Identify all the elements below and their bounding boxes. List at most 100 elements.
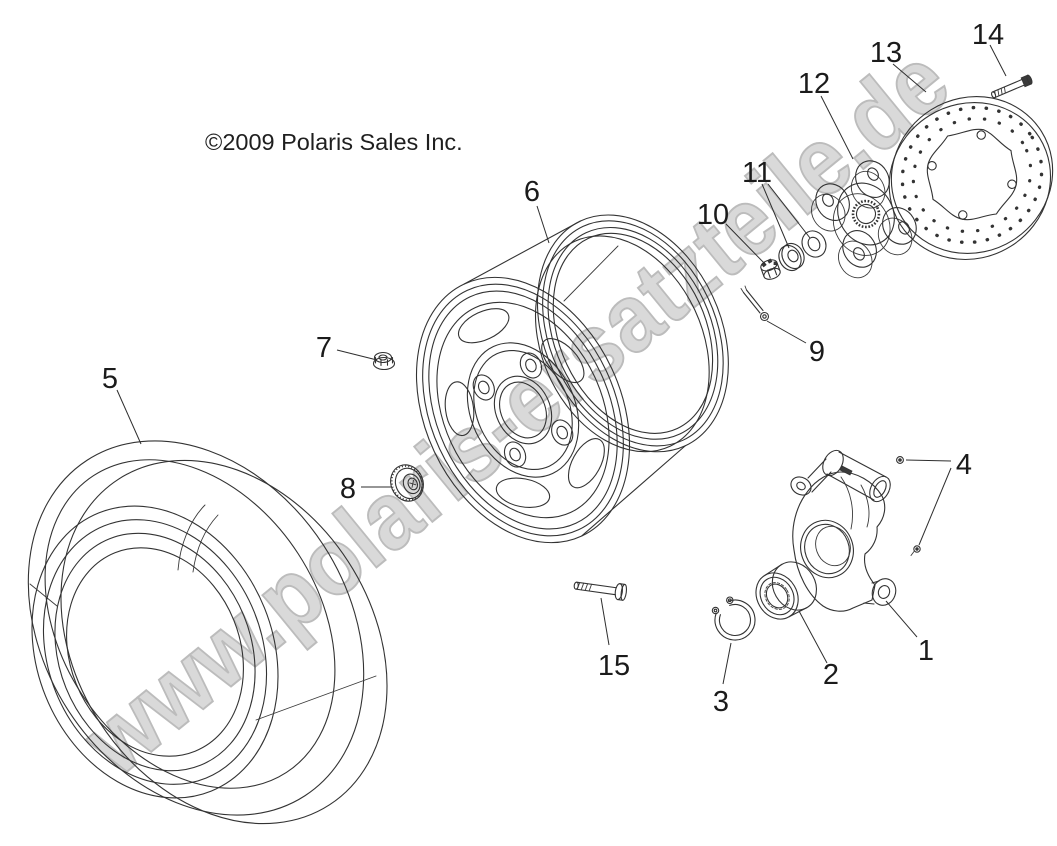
callout-4: 4 — [956, 449, 972, 481]
rim-front-lip-1 — [415, 276, 631, 544]
washer-1-outer — [781, 242, 805, 270]
part-7-lug-nut-drawing — [372, 351, 396, 371]
bolt-threads — [994, 86, 1006, 98]
disc-outer-edge — [890, 96, 1054, 254]
hub-lobe-hole — [867, 167, 879, 181]
leader-line-5 — [116, 389, 142, 445]
leader-line-1 — [885, 600, 918, 638]
lug-boss — [519, 352, 543, 379]
hub-center-plate — [837, 182, 895, 246]
rim-front-lip-2 — [422, 283, 624, 537]
knuckle-rib-2 — [860, 484, 870, 528]
tire-bead-ring-2 — [42, 519, 268, 785]
snap-ring-inner — [718, 603, 752, 637]
spoke-opening — [457, 308, 510, 344]
spoke-opening — [541, 338, 585, 384]
lug-hole — [525, 358, 537, 373]
knuckle-boss-hole — [877, 585, 891, 599]
leader-line-6 — [536, 205, 550, 244]
washer-2-outer — [801, 230, 827, 258]
pin-split-tip — [740, 288, 744, 293]
disc-vent-holes-inner — [911, 116, 1033, 234]
rim-back-lip-4 — [552, 232, 714, 434]
stud-shaft-bottom — [575, 588, 616, 596]
spoke-opening — [567, 438, 605, 489]
knuckle-boss-link-bottom — [863, 602, 875, 605]
callout-6: 6 — [524, 176, 540, 208]
leader-line-12 — [820, 95, 854, 160]
disc-mount-hole — [927, 161, 937, 171]
snap-ring-end-loop-1 — [711, 606, 720, 615]
part-13-brake-disc-drawing — [888, 96, 1054, 261]
lug-hole — [556, 425, 569, 440]
lug-nut-flange — [372, 356, 396, 371]
callout-9: 9 — [809, 336, 825, 368]
rim-hub-plate-inner — [473, 349, 573, 471]
snap-ring-end-hole-1 — [713, 608, 718, 613]
rim-barrel-bottom-edge — [581, 445, 686, 537]
rim-spoke-openings — [444, 308, 605, 508]
callout-3: 3 — [713, 686, 729, 718]
tire-bead-ring-1 — [31, 505, 279, 799]
part-9-cotter-pin-drawing — [740, 285, 770, 322]
tire-cord-arc-1 — [177, 504, 206, 571]
hub-lobe-1 — [815, 183, 850, 221]
screw-1-head — [896, 456, 904, 464]
part-6-wheel-drawing — [415, 214, 729, 544]
rim-barrel-seam — [563, 245, 619, 302]
knuckle-body-outline — [792, 471, 886, 612]
lug-nut-top-detail — [378, 354, 388, 361]
hub-lobe-4 — [842, 230, 877, 268]
hub-back-lobe — [811, 193, 846, 232]
knuckle-ear — [790, 476, 812, 496]
lug-nut-top — [373, 351, 393, 364]
callout-8: 8 — [340, 473, 356, 505]
knuckle-cast-mark — [839, 465, 853, 476]
leader-line-2 — [798, 610, 828, 664]
rim-back-lip-3 — [547, 226, 719, 440]
callout-13: 13 — [870, 37, 902, 69]
knuckle-boss — [871, 578, 897, 606]
hub-back-lobe — [838, 240, 873, 279]
cap-face — [407, 477, 419, 491]
leader-line-14 — [989, 44, 1007, 77]
part-15-stud-drawing — [573, 581, 628, 601]
leader-line-11a — [761, 183, 790, 249]
spoke-opening — [495, 477, 551, 508]
knuckle-tube-top — [838, 451, 887, 478]
spoke-opening — [444, 381, 475, 437]
tire-bead-ring-4 — [66, 547, 244, 757]
screw-1-drive — [898, 458, 902, 462]
part-11-washers-drawing — [778, 230, 827, 272]
callout-7: 7 — [316, 332, 332, 364]
pin-shaft-edge2 — [745, 289, 764, 312]
hub-lobe-hole — [822, 193, 834, 207]
bearing-front-face — [755, 572, 799, 620]
leader-line-10 — [725, 223, 767, 266]
bolt-shaft-top — [991, 78, 1023, 93]
lug-nut-facets — [374, 356, 394, 367]
cap-inner-ring — [402, 473, 421, 495]
rim-spoke-face-ring — [436, 301, 610, 519]
disc-center-cutout — [926, 128, 1018, 221]
rim-lug-holes — [472, 352, 574, 468]
tire-tread-seam — [255, 675, 377, 721]
bolt-shaft-bottom — [994, 84, 1025, 99]
callout-14: 14 — [972, 19, 1004, 51]
part-8-valve-cap-drawing — [390, 464, 424, 502]
snap-ring-end-loop-2 — [726, 596, 734, 604]
part-2-bearing-drawing — [755, 561, 818, 620]
lug-hole — [477, 380, 490, 395]
disc-mount-hole — [958, 210, 968, 220]
hub-lobe-hole — [853, 247, 865, 261]
rim-hub-plate — [466, 342, 580, 478]
leader-line-13 — [892, 63, 927, 93]
hub-lobe-2 — [855, 160, 890, 198]
part-10-castle-nut-drawing — [760, 258, 781, 280]
callout-11: 11 — [742, 157, 772, 189]
callout-2: 2 — [823, 659, 839, 691]
stud-head-edge — [619, 583, 626, 585]
knuckle-bore-inner — [804, 523, 850, 575]
lug-boss — [503, 441, 527, 468]
